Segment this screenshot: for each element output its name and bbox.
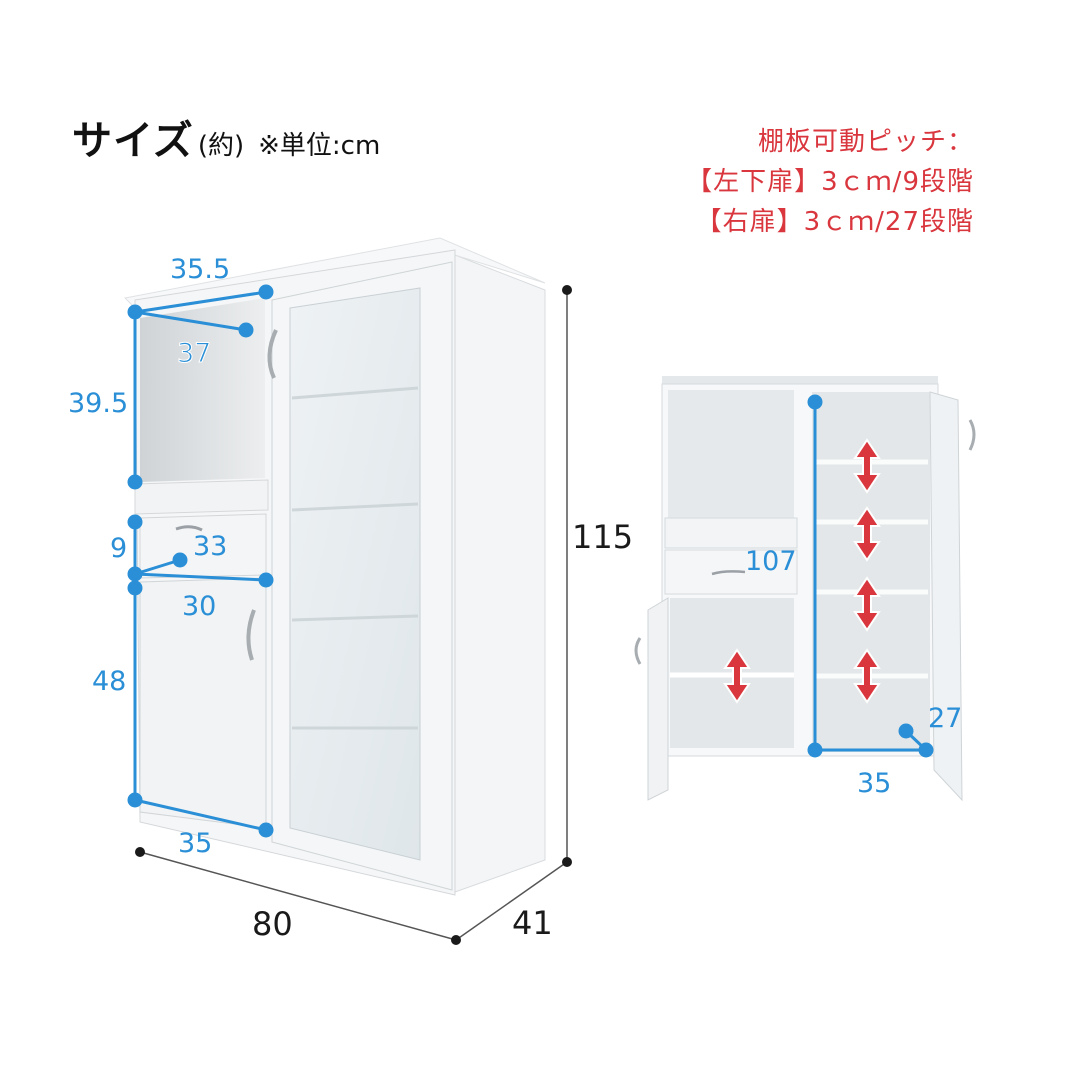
dim-drawer-depth: 33 (193, 531, 227, 562)
adjustable-shelf-arrows (723, 438, 881, 704)
dim-lower-inner-width: 35 (178, 828, 212, 859)
overall-dimension-lines (135, 285, 572, 945)
shelf-note-left-door: 【左下扉】3ｃｍ/9段階 (686, 167, 974, 197)
dim-right-inner-height: 107 (745, 546, 797, 577)
front-dimension-lines (127, 284, 274, 838)
unit-note: ※単位:cm (258, 131, 381, 161)
shelf-note-heading: 棚板可動ピッチ： (757, 127, 974, 157)
dim-top-opening-depth: 37 (177, 338, 211, 369)
shelf-note-right-door: 【右扉】3ｃｍ/27段階 (695, 207, 974, 237)
up-down-arrow-icon (853, 648, 881, 704)
open-cabinet (634, 376, 976, 802)
up-down-arrow-icon (853, 438, 881, 494)
front-cabinet (123, 237, 546, 896)
shelf-pitch-note: 棚板可動ピッチ： 【左下扉】3ｃｍ/9段階 【右扉】3ｃｍ/27段階 (686, 122, 974, 242)
dim-drawer-width: 30 (182, 591, 216, 622)
up-down-arrow-icon (723, 648, 751, 704)
title-main: サイズ (72, 118, 194, 164)
dim-overall-depth: 41 (512, 904, 553, 942)
open-dimension-lines (807, 394, 934, 758)
dim-top-opening-width: 35.5 (170, 254, 230, 285)
dim-right-inner-depth: 27 (928, 703, 962, 734)
dim-top-opening-height: 39.5 (68, 388, 128, 419)
dim-overall-height: 115 (572, 518, 633, 556)
dim-overall-width: 80 (252, 905, 293, 943)
title-approx: (約) (197, 131, 245, 161)
dim-right-inner-width: 35 (857, 768, 891, 799)
up-down-arrow-icon (853, 506, 881, 562)
size-title: サイズ (約) ※単位:cm (72, 108, 380, 166)
dim-lower-door-height: 48 (92, 666, 126, 697)
up-down-arrow-icon (853, 576, 881, 632)
dim-drawer-height: 9 (110, 533, 127, 564)
